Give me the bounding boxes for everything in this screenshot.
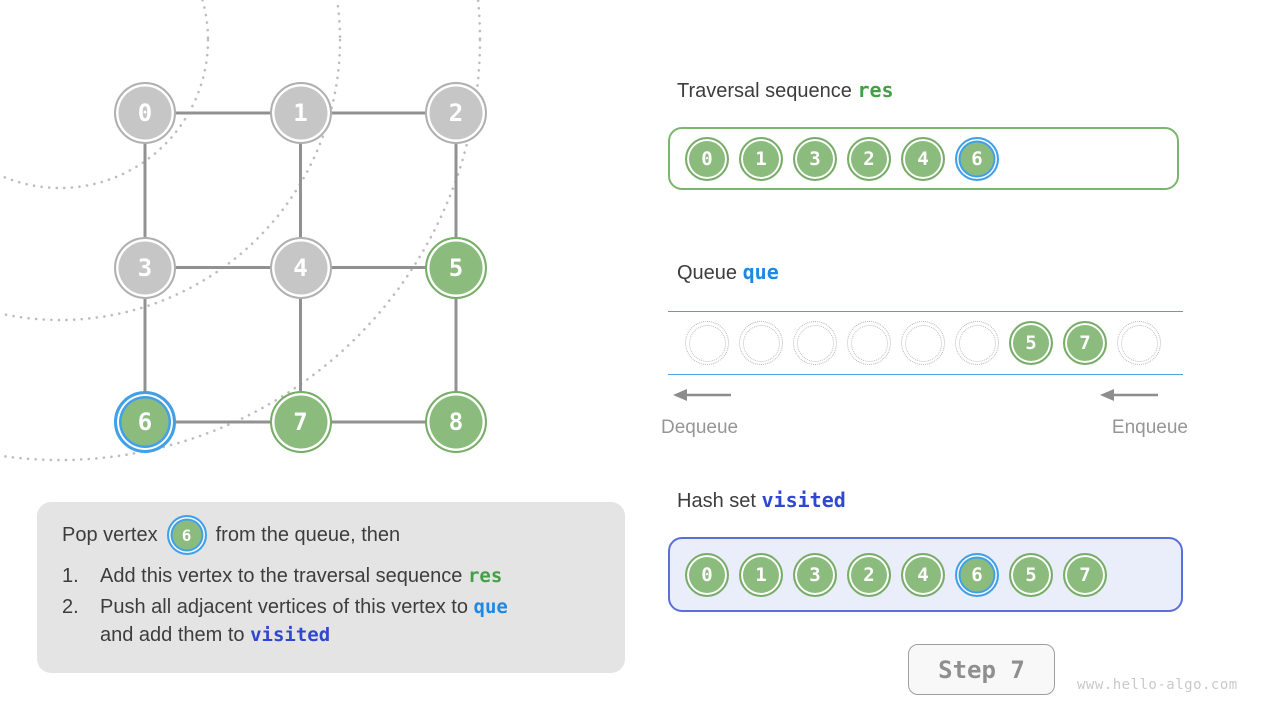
queue-slot: 7 bbox=[1063, 321, 1107, 365]
queue-slot-empty bbox=[955, 321, 999, 365]
res-item: 3 bbox=[793, 136, 837, 181]
graph-vertex: 3 bbox=[114, 236, 176, 299]
queue-slot-empty bbox=[901, 321, 945, 365]
res-item: 0 bbox=[685, 136, 729, 181]
dequeue-arrow-icon bbox=[673, 389, 731, 401]
res-panel-title: Traversal sequence res bbox=[677, 78, 894, 103]
queue-slot-empty bbox=[1117, 321, 1161, 365]
list-number: 1. bbox=[62, 565, 79, 587]
visited-item: 5 bbox=[1009, 552, 1053, 597]
watermark: www.hello-algo.com bbox=[1077, 677, 1238, 693]
step-1-body: Add this vertex to the traversal sequenc… bbox=[100, 565, 468, 587]
step-button[interactable]: Step 7 bbox=[908, 644, 1055, 695]
queue-slot-empty bbox=[739, 321, 783, 365]
graph-vertex: 2 bbox=[425, 82, 487, 144]
list-number: 2. bbox=[62, 596, 79, 618]
res-item: 1 bbox=[739, 136, 783, 181]
res-item-current: 6 bbox=[955, 136, 999, 181]
step-1-text: Add this vertex to the traversal sequenc… bbox=[100, 562, 502, 590]
visited-panel-title: Hash set visited bbox=[677, 488, 846, 513]
explanation-steps: 1. Add this vertex to the traversal sequ… bbox=[62, 562, 605, 649]
queue-slot-empty bbox=[793, 321, 837, 365]
visited-row: 0 1 3 2 4 6 5 7 bbox=[685, 552, 1107, 597]
queue-row: 5 7 bbox=[685, 321, 1161, 365]
bfs-wavefront-arcs bbox=[0, 0, 482, 462]
visited-item: 1 bbox=[739, 552, 783, 597]
que-code-label: que bbox=[742, 260, 779, 284]
visited-item-current: 6 bbox=[955, 552, 999, 597]
explanation-pop-suffix: from the queue, then bbox=[215, 523, 401, 546]
enqueue-label: Enqueue bbox=[1111, 417, 1188, 438]
visited-set-box: 0 1 3 2 4 6 5 7 bbox=[668, 537, 1183, 612]
dequeue-label: Dequeue bbox=[661, 417, 739, 438]
visited-item: 4 bbox=[901, 552, 945, 597]
graph-vertex: 7 bbox=[269, 391, 332, 453]
graph-vertex-current: 6 bbox=[114, 391, 176, 453]
visited-title-text: Hash set bbox=[677, 490, 756, 512]
graph-vertex: 5 bbox=[425, 236, 487, 299]
queue-panel-title: Queue que bbox=[677, 260, 779, 285]
queue-slot-empty bbox=[685, 321, 729, 365]
explanation-line: Pop vertex 6 from the queue, then bbox=[62, 515, 605, 555]
graph-vertex: 4 bbox=[269, 236, 332, 299]
res-sequence-row: 0 1 3 2 4 6 bbox=[685, 136, 999, 181]
graph-canvas bbox=[0, 0, 482, 462]
explanation-step-2: 2. Push all adjacent vertices of this ve… bbox=[62, 593, 605, 649]
explanation-step-1: 1. Add this vertex to the traversal sequ… bbox=[62, 562, 605, 590]
que-code-inline: que bbox=[473, 596, 508, 618]
explanation-box: Pop vertex 6 from the queue, then 1. Add… bbox=[37, 502, 625, 673]
popped-vertex-badge: 6 bbox=[166, 515, 207, 555]
queue-strip: 5 7 bbox=[668, 311, 1183, 375]
res-code-label: res bbox=[857, 78, 894, 102]
res-item: 2 bbox=[847, 136, 891, 181]
graph-vertex: 1 bbox=[269, 82, 332, 144]
queue-slot: 5 bbox=[1009, 321, 1053, 365]
step-2-body-2: and add them to bbox=[100, 624, 251, 646]
res-sequence-box: 0 1 3 2 4 6 bbox=[668, 127, 1179, 190]
res-title-text: Traversal sequence bbox=[677, 80, 852, 102]
visited-code-inline: visited bbox=[250, 624, 331, 646]
enqueue-arrow-icon bbox=[1100, 389, 1158, 401]
graph-vertex: 0 bbox=[114, 82, 176, 144]
visited-item: 0 bbox=[685, 552, 729, 597]
visited-item: 3 bbox=[793, 552, 837, 597]
res-code-inline: res bbox=[467, 565, 503, 587]
step-2-text: Push all adjacent vertices of this verte… bbox=[100, 593, 508, 649]
step-2-body: Push all adjacent vertices of this verte… bbox=[100, 596, 474, 618]
explanation-pop-prefix: Pop vertex bbox=[62, 523, 158, 546]
visited-item: 7 bbox=[1063, 552, 1107, 597]
graph-vertex: 8 bbox=[425, 391, 487, 453]
queue-slot-empty bbox=[847, 321, 891, 365]
visited-item: 2 bbox=[847, 552, 891, 597]
visited-code-label: visited bbox=[761, 488, 846, 512]
res-item: 4 bbox=[901, 136, 945, 181]
queue-title-text: Queue bbox=[677, 262, 738, 284]
